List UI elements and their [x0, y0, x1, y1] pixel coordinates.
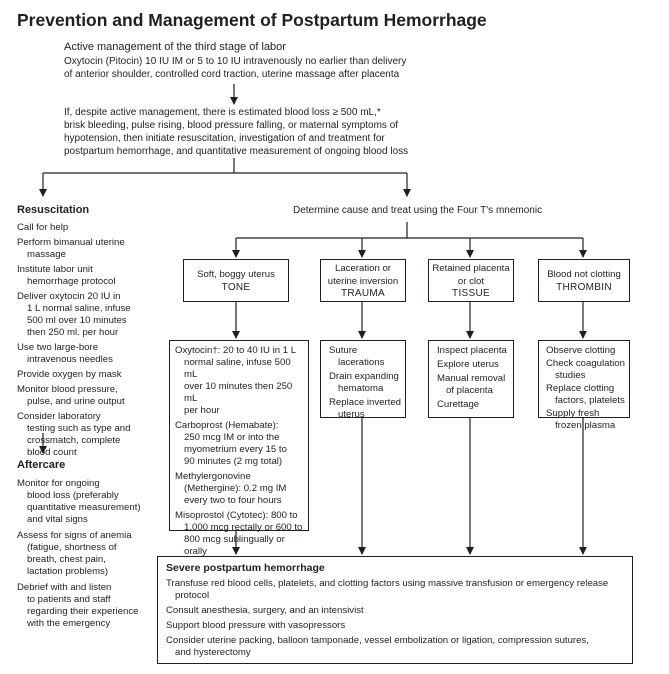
active-management-heading: Active management of the third stage of … — [64, 41, 286, 53]
list-item: Carboprost (Hemabate):250 mcg IM or into… — [175, 420, 287, 467]
cause-box-thrombin: Blood not clotting THROMBIN — [538, 259, 630, 302]
criteria-line: brisk bleeding, pulse rising, blood pres… — [64, 120, 399, 131]
list-item: Consult anesthesia, surgery, and an inte… — [166, 605, 364, 616]
list-item: Call for help — [17, 222, 69, 233]
cause-box-trauma: Laceration or uterine inversion TRAUMA — [320, 259, 406, 302]
page-title: Prevention and Management of Postpartum … — [17, 10, 487, 30]
list-item: Monitor blood pressure,pulse, and urine … — [17, 384, 125, 407]
list-item: Provide oxygen by mask — [17, 369, 122, 380]
active-management-line-1: Oxytocin (Pitocin) 10 IU IM or 5 to 10 I… — [64, 56, 407, 67]
list-item: Explore uterus — [437, 359, 499, 370]
cause-box-tissue: Retained placenta or clot TISSUE — [428, 259, 514, 302]
severe-list: Transfuse red blood cells, platelets, an… — [166, 578, 626, 659]
list-item: Inspect placenta — [437, 345, 507, 356]
list-item: Support blood pressure with vasopressors — [166, 620, 346, 631]
tissue-treatment-list: Inspect placenta Explore uterus Manual r… — [437, 345, 510, 411]
active-management-line-2: of anterior shoulder, controlled cord tr… — [64, 69, 400, 80]
cause-description: Retained placenta — [432, 263, 510, 274]
cause-description: Laceration or — [335, 263, 391, 274]
cause-name: TONE — [221, 281, 251, 293]
cause-description: uterine inversion — [327, 275, 399, 287]
criteria-line: postpartum hemorrhage, and quantitative … — [64, 146, 409, 157]
criteria-line: hypotension, then initiate resuscitation… — [64, 133, 385, 144]
cause-name: THROMBIN — [556, 281, 612, 293]
cause-description: or clot — [457, 275, 485, 287]
cause-name: TISSUE — [452, 288, 490, 299]
list-item: Curettage — [437, 399, 480, 410]
list-item: Observe clotting — [546, 345, 616, 356]
severe-heading: Severe postpartum hemorrhage — [166, 562, 325, 574]
determine-cause-label: Determine cause and treat using the Four… — [293, 205, 543, 216]
severe-hemorrhage-box: Severe postpartum hemorrhage Transfuse r… — [157, 556, 633, 664]
list-item: Consider uterine packing, balloon tampon… — [166, 635, 589, 658]
cause-description: Soft, boggy uterus — [197, 269, 275, 280]
list-item: Assess for signs of anemia(fatigue, shor… — [17, 530, 132, 577]
cause-description: Blood not clotting — [547, 269, 621, 280]
criteria-line: If, despite active management, there is … — [64, 107, 381, 118]
aftercare-heading: Aftercare — [17, 459, 66, 471]
blood-loss-criteria: If, despite active management, there is … — [64, 106, 408, 158]
cause-name: TRAUMA — [340, 288, 386, 299]
cause-box-tone: Soft, boggy uterus TONE — [183, 259, 289, 302]
tissue-treatment-box: Inspect placenta Explore uterus Manual r… — [428, 340, 514, 418]
list-item: Transfuse red blood cells, platelets, an… — [166, 578, 609, 601]
list-item: Suture lacerations — [329, 345, 385, 368]
resuscitation-heading: Resuscitation — [17, 204, 90, 216]
